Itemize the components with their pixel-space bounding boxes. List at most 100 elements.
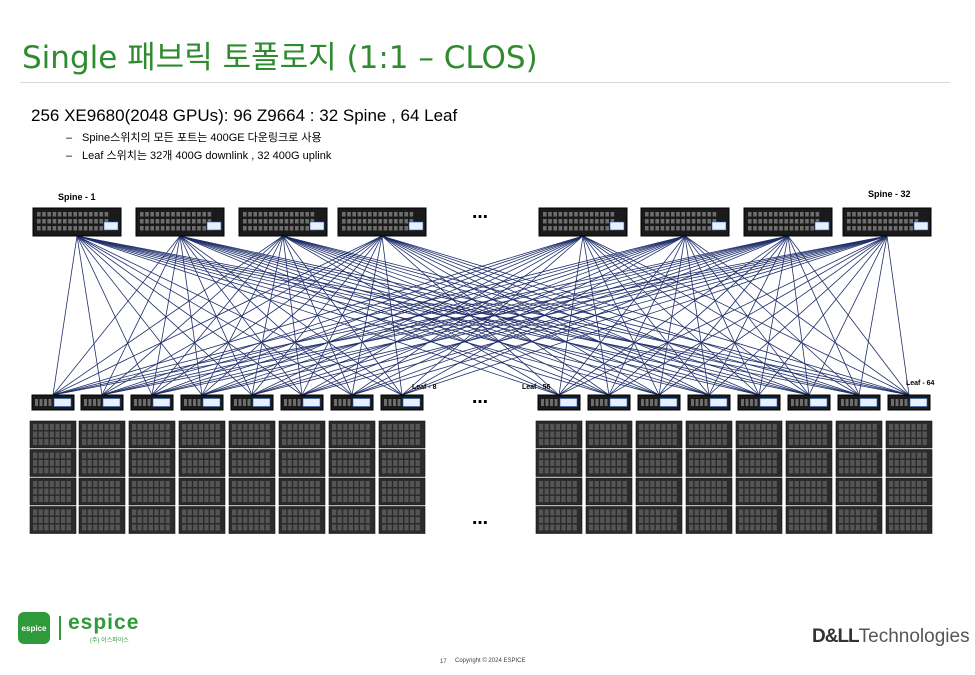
- server-bay: [410, 467, 415, 474]
- spine-port: [676, 219, 680, 224]
- server-racks: [29, 420, 933, 534]
- server-bay: [555, 467, 560, 474]
- server-bay: [722, 481, 727, 487]
- fabric-link: [608, 235, 888, 396]
- server-bay: [789, 467, 794, 474]
- server-bay: [260, 524, 265, 531]
- server-bay: [789, 517, 794, 523]
- leaf-port: [754, 399, 758, 406]
- server-bay: [917, 488, 922, 495]
- server-bay: [894, 460, 899, 466]
- spine-badge-icon: [309, 221, 325, 231]
- leaf-port: [243, 399, 246, 406]
- server-bay: [55, 460, 60, 466]
- server-bay: [911, 439, 916, 445]
- server-bay: [872, 467, 877, 474]
- server-bay: [343, 488, 348, 495]
- server-bay: [398, 496, 403, 502]
- spine-port: [707, 219, 711, 224]
- leaf-port: [393, 399, 396, 406]
- fabric-link: [401, 235, 888, 396]
- spine-switch: [32, 207, 122, 237]
- spine-port: [279, 212, 283, 217]
- bullet-text: Leaf 스위치는 32개 400G downlink , 32 400G up…: [82, 150, 332, 162]
- server-bay: [711, 509, 716, 516]
- server-bay: [98, 481, 103, 487]
- server-bay: [182, 452, 187, 459]
- server-bay: [33, 424, 38, 430]
- spine-port: [258, 219, 263, 224]
- server-bay: [761, 439, 766, 445]
- server-bay: [243, 439, 248, 445]
- server-bay: [567, 496, 572, 502]
- server-bay: [894, 524, 899, 531]
- server-bay: [232, 524, 237, 531]
- spine-port: [805, 212, 809, 217]
- server-bay: [415, 524, 420, 531]
- server-bay: [382, 467, 387, 474]
- server-bay: [767, 488, 772, 495]
- fabric-link: [808, 235, 888, 396]
- server-bay: [410, 496, 415, 502]
- server-bay: [293, 431, 298, 438]
- spine-badge-icon: [711, 221, 727, 231]
- server-bay: [922, 496, 927, 502]
- server-bay: [393, 509, 398, 516]
- server-bay: [248, 424, 253, 430]
- spine-port: [650, 212, 654, 217]
- server-bay: [260, 431, 265, 438]
- spine-port: [52, 212, 57, 217]
- server-bay: [165, 439, 170, 445]
- server-bay: [148, 524, 153, 531]
- server-bay: [811, 488, 816, 495]
- server-bay: [182, 467, 187, 474]
- leaf-switch: [837, 394, 881, 411]
- server-bay: [87, 452, 92, 459]
- server-bay: [700, 424, 705, 430]
- server-bay: [755, 496, 760, 502]
- fabric-link: [758, 235, 888, 396]
- server-bay: [594, 452, 599, 459]
- server-bay: [917, 431, 922, 438]
- server-bay: [265, 439, 270, 445]
- server-bay: [850, 517, 855, 523]
- spine-port: [665, 212, 670, 217]
- server-bay: [789, 524, 794, 531]
- fabric-link: [52, 235, 888, 396]
- server-bay: [905, 467, 910, 474]
- server-bay: [589, 467, 594, 474]
- server-bay: [404, 496, 409, 502]
- server-bay: [137, 509, 142, 516]
- server-bay: [661, 424, 666, 430]
- server-bay: [600, 460, 605, 466]
- server-bay: [248, 467, 253, 474]
- server-bay: [143, 517, 148, 523]
- server-bay: [215, 524, 220, 531]
- server-bay: [343, 460, 348, 466]
- spine-port: [553, 226, 557, 231]
- server-bay: [617, 496, 622, 502]
- server-bay: [398, 452, 403, 459]
- spine-32-label: Spine - 32: [868, 189, 911, 199]
- server-bay: [398, 509, 403, 516]
- server-bay: [33, 517, 38, 523]
- server-bay: [360, 431, 365, 438]
- fabric-link: [76, 235, 153, 396]
- leaf-port: [234, 399, 237, 406]
- spine-port: [42, 219, 46, 224]
- server-bay: [839, 460, 844, 466]
- server-bay: [348, 431, 353, 438]
- server-bay: [182, 431, 187, 438]
- spine-port: [878, 219, 882, 224]
- server-bay: [210, 488, 215, 495]
- server-bay: [805, 424, 810, 430]
- server-bay: [110, 496, 115, 502]
- server-bay: [855, 431, 860, 438]
- server-bay: [739, 431, 744, 438]
- server-bay: [650, 488, 655, 495]
- server-bay: [855, 488, 860, 495]
- server-bay: [254, 481, 259, 487]
- server-bay: [337, 517, 342, 523]
- spine-port: [140, 219, 144, 224]
- spine-port: [671, 212, 675, 217]
